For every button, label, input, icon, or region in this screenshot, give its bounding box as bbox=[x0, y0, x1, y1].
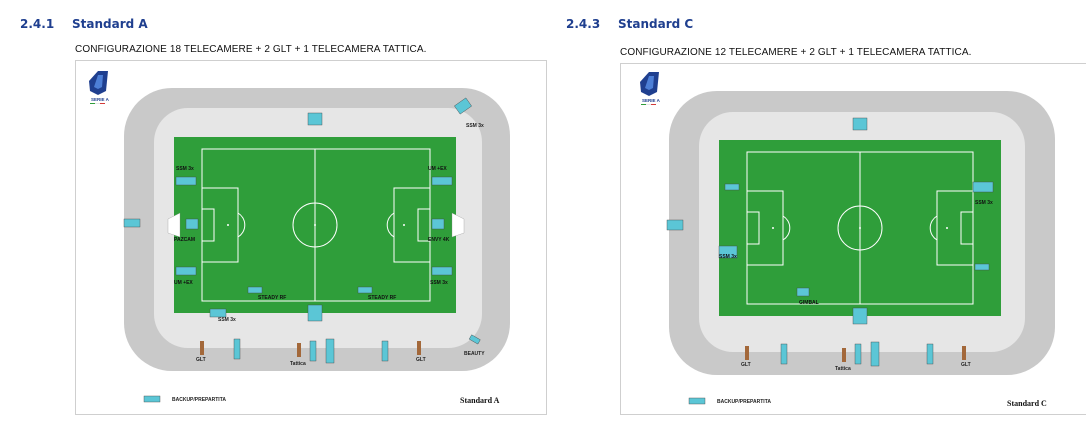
label-envy-right: ENVY 4K bbox=[428, 237, 450, 243]
section-title: Standard C bbox=[618, 17, 694, 31]
camera-plan-standard-c: SERIE A bbox=[620, 63, 1086, 415]
camera-icon bbox=[381, 340, 389, 362]
camera-icon bbox=[468, 334, 481, 345]
camera-icon bbox=[247, 286, 263, 294]
glt-poles bbox=[200, 341, 421, 357]
backup-camera-icon bbox=[143, 395, 161, 403]
section-title: Standard A bbox=[72, 17, 148, 31]
section-number: 2.4.3 bbox=[566, 17, 601, 31]
camera-icon bbox=[780, 343, 788, 365]
camera-icon bbox=[852, 307, 868, 325]
camera-icon bbox=[431, 176, 453, 186]
camera-icon bbox=[431, 266, 453, 276]
label-tattica: Tattica bbox=[290, 361, 306, 367]
camera-icon bbox=[123, 218, 141, 228]
section-heading-standard-a: 2.4.1 Standard A bbox=[20, 17, 148, 31]
label-gimbal: GIMBAL bbox=[799, 300, 819, 306]
backup-legend-label: BACKUP/PREPARTITA bbox=[717, 399, 771, 405]
label-um-left-bottom: UM +EX bbox=[174, 280, 193, 286]
section-heading-standard-c: 2.4.3 Standard C bbox=[566, 17, 693, 31]
label-um-right-top: UM +EX bbox=[428, 166, 447, 172]
pitch-lines bbox=[201, 148, 431, 302]
label-ssm-right: SSM 3x bbox=[975, 200, 993, 206]
camera-icon bbox=[718, 245, 738, 259]
configuration-caption-a: CONFIGURAZIONE 18 TELECAMERE + 2 GLT + 1… bbox=[75, 44, 427, 55]
stadium-diagram-c: SERIE A bbox=[640, 72, 1055, 408]
label-pazcam: PAZCAM bbox=[174, 237, 195, 243]
camera-icon bbox=[796, 287, 810, 297]
label-ssm-left: SSM 3x bbox=[176, 166, 194, 172]
camera-icon bbox=[209, 308, 227, 318]
camera-icon bbox=[175, 266, 197, 276]
camera-icon bbox=[926, 343, 934, 365]
label-glt-right: GLT bbox=[961, 362, 971, 368]
camera-icon bbox=[974, 263, 990, 271]
standard-a-label: Standard A bbox=[460, 396, 500, 405]
camera-icon bbox=[325, 338, 335, 364]
label-steady-left: STEADY RF bbox=[258, 295, 286, 301]
label-glt-right: GLT bbox=[416, 357, 426, 363]
label-glt-left: GLT bbox=[741, 362, 751, 368]
camera-icon bbox=[185, 218, 199, 230]
camera-icon bbox=[307, 112, 323, 126]
camera-icon bbox=[309, 340, 317, 362]
camera-icons bbox=[666, 117, 994, 367]
standard-c-label: Standard C bbox=[1007, 399, 1047, 408]
glt-poles bbox=[745, 346, 966, 362]
camera-icons bbox=[123, 97, 481, 364]
camera-icon bbox=[724, 183, 740, 191]
logo-text: SERIE A bbox=[642, 98, 661, 103]
section-number: 2.4.1 bbox=[20, 17, 55, 31]
camera-icon bbox=[854, 343, 862, 365]
label-ssm-left: SSM 3x bbox=[719, 254, 737, 260]
camera-icon bbox=[233, 338, 241, 360]
serie-a-logo: SERIE A bbox=[640, 72, 661, 105]
label-ssm-bottom: SSM 3x bbox=[218, 317, 236, 323]
camera-icon bbox=[666, 219, 684, 231]
stadium-diagram-a: SERIE A bbox=[89, 71, 510, 405]
backup-legend-label: BACKUP/PREPARTITA bbox=[172, 397, 226, 403]
camera-icon bbox=[307, 304, 323, 322]
camera-icon bbox=[852, 117, 868, 131]
camera-icon bbox=[972, 181, 994, 193]
camera-plan-standard-a: SERIE A bbox=[75, 60, 547, 415]
label-steady-right: STEADY RF bbox=[368, 295, 396, 301]
camera-icon bbox=[870, 341, 880, 367]
camera-icon bbox=[431, 218, 445, 230]
label-ssm-right-bottom: SSM 3x bbox=[430, 280, 448, 286]
backup-camera-icon bbox=[688, 397, 706, 405]
view-cone bbox=[167, 212, 181, 238]
label-glt-left: GLT bbox=[196, 357, 206, 363]
camera-icon bbox=[454, 97, 472, 115]
camera-icon bbox=[357, 286, 373, 294]
configuration-caption-c: CONFIGURAZIONE 12 TELECAMERE + 2 GLT + 1… bbox=[620, 47, 972, 58]
label-tattica: Tattica bbox=[835, 366, 851, 372]
logo-text: SERIE A bbox=[91, 97, 110, 102]
view-cone bbox=[451, 212, 465, 238]
serie-a-logo: SERIE A bbox=[89, 71, 110, 104]
camera-icon bbox=[175, 176, 197, 186]
label-beauty: BEAUTY bbox=[464, 351, 485, 357]
label-ssm-top-right: SSM 3x bbox=[466, 123, 484, 129]
pitch-lines bbox=[746, 151, 974, 305]
